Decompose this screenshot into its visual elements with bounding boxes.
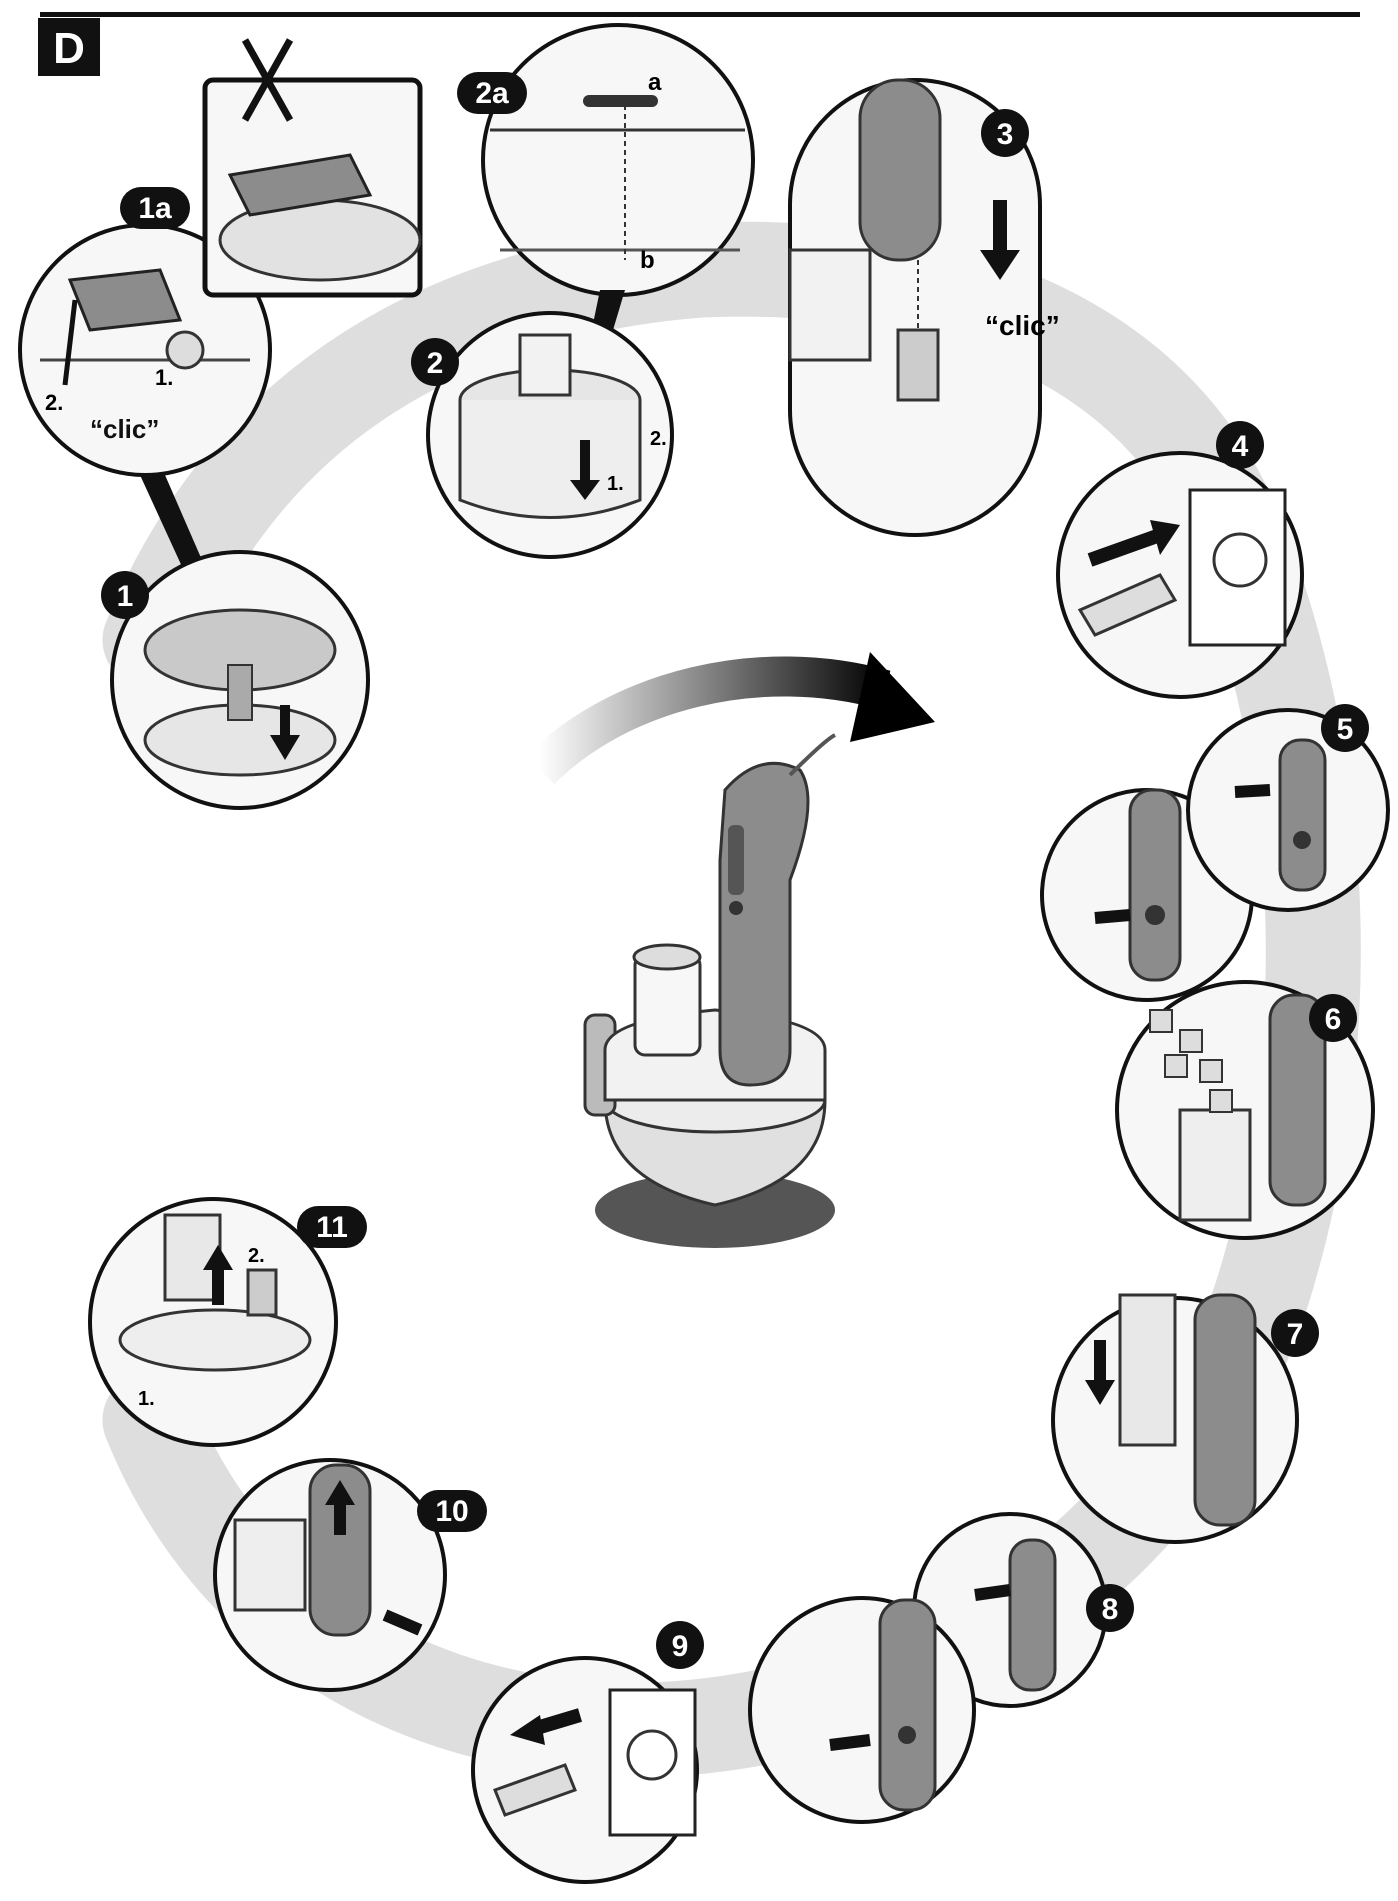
step-8-vignette xyxy=(748,1512,1108,1824)
step-badge-5-label: 5 xyxy=(1337,713,1354,746)
step-9-vignette xyxy=(471,1656,699,1884)
step-badge-3: 3 xyxy=(981,109,1029,157)
step-badge-7: 7 xyxy=(1271,1309,1319,1357)
step-badge-9-label: 9 xyxy=(672,1630,689,1663)
step-badge-1: 1 xyxy=(101,571,149,619)
step-badge-1a-label: 1a xyxy=(138,192,172,225)
top-rule xyxy=(40,12,1360,17)
point-b: b xyxy=(640,247,655,274)
hand-blender-assembly xyxy=(583,733,837,1248)
step-badge-2a: 2a xyxy=(457,72,527,114)
step-badge-6: 6 xyxy=(1309,994,1357,1042)
step-badge-8-label: 8 xyxy=(1102,1593,1119,1626)
step-badge-6-label: 6 xyxy=(1325,1003,1342,1036)
step-badge-1a: 1a xyxy=(120,187,190,229)
wall-socket-icon xyxy=(1188,488,1287,647)
wall-socket-icon-2 xyxy=(608,1688,697,1837)
step-10-vignette xyxy=(213,1458,447,1692)
step-4-vignette xyxy=(1056,451,1304,699)
step-badge-2: 2 xyxy=(411,338,459,386)
step-2-vignette: 1. 2. xyxy=(426,311,674,559)
step-badge-2a-label: 2a xyxy=(475,77,509,110)
step-1-vignette xyxy=(110,550,370,810)
point-a: a xyxy=(648,69,662,96)
step-11-vignette: 2. 1. xyxy=(88,1197,338,1447)
step-badge-1-label: 1 xyxy=(117,580,134,613)
step-5-vignette xyxy=(1040,708,1390,1002)
step-badge-11: 11 xyxy=(297,1206,367,1248)
step-badge-3-label: 3 xyxy=(997,118,1014,151)
rotation-arrow xyxy=(525,652,935,785)
warning-inset xyxy=(202,38,423,298)
step-1a-sub-1: 1. xyxy=(155,365,173,390)
step-badge-4-label: 4 xyxy=(1232,430,1249,463)
section-letter: D xyxy=(53,24,85,73)
section-letter-tab: D xyxy=(38,18,100,76)
step-11-sub-1: 1. xyxy=(138,1388,155,1410)
step-badges: 1a 2a 1 2 3 4 5 6 xyxy=(101,72,1369,1669)
food-cubes-icon xyxy=(1149,1009,1233,1113)
wrong-mark-icon xyxy=(241,38,294,122)
step-2-sub-1: 1. xyxy=(607,473,624,495)
step-badge-8: 8 xyxy=(1086,1584,1134,1632)
plug-icon xyxy=(1077,573,1178,637)
step-badge-10: 10 xyxy=(417,1490,487,1532)
step-2-sub-2: 2. xyxy=(650,428,667,450)
step-1a-sub-2: 2. xyxy=(45,390,63,415)
step-7-vignette xyxy=(1051,1293,1299,1544)
step-badge-7-label: 7 xyxy=(1287,1318,1304,1351)
step-1a-clic: “clic” xyxy=(90,414,159,444)
step-6-vignette xyxy=(1115,980,1375,1240)
step-badge-11-label: 11 xyxy=(316,1211,348,1244)
step-11-sub-2: 2. xyxy=(248,1245,265,1267)
step-badge-2-label: 2 xyxy=(427,347,444,380)
step-badge-10-label: 10 xyxy=(435,1495,468,1528)
step-3-clic: “clic” xyxy=(985,310,1060,341)
step-3-vignette: “clic” xyxy=(788,78,1060,537)
step-badge-9: 9 xyxy=(656,1621,704,1669)
step-badge-5: 5 xyxy=(1321,704,1369,752)
plug-icon-2 xyxy=(493,1763,577,1817)
step-badge-4: 4 xyxy=(1216,421,1264,469)
